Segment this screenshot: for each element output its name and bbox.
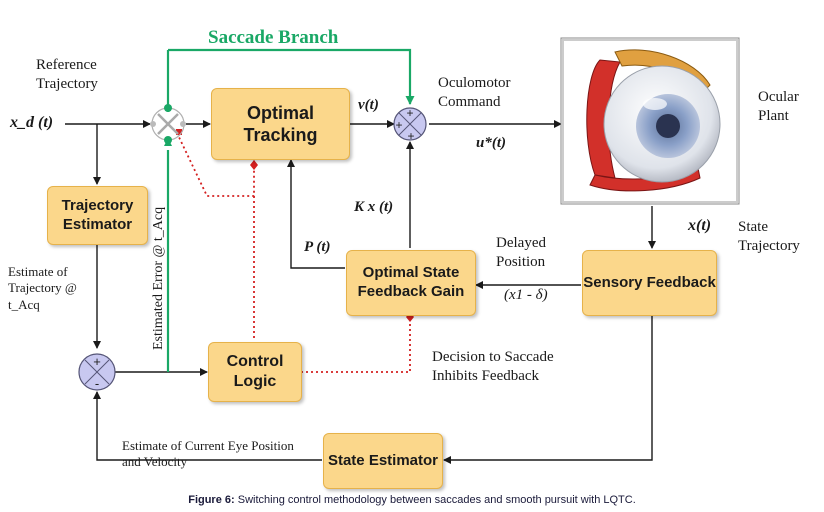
x1-delta-label: (x1 - δ)	[504, 287, 548, 303]
optimal-state-feedback-gain-block: Optimal State Feedback Gain	[346, 250, 476, 316]
reference-trajectory-label: Reference Trajectory	[36, 57, 98, 92]
signal-lines	[65, 120, 656, 464]
control-logic-block: Control Logic	[208, 342, 302, 402]
figure-caption: Figure 6: Switching control methodology …	[0, 494, 824, 506]
estimated-error-label: Estimated Error @ t_Acq	[151, 206, 166, 350]
saccade-branch-lines	[164, 48, 415, 372]
ocular-plant-image	[560, 37, 740, 205]
x-t-label: x(t)	[688, 217, 712, 234]
optimal-tracking-block: Optimal Tracking	[211, 88, 350, 160]
delayed-position-label: Delayed Position	[496, 235, 546, 270]
svg-text:+: +	[93, 354, 101, 369]
estimate-of-trajectory-label: Estimate of Trajectory @ t_Acq	[8, 264, 77, 312]
decision-to-saccade-label: Decision to Saccade Inhibits Feedback	[432, 349, 554, 384]
v-t-label: v(t)	[358, 97, 379, 113]
kx-t-label: K x (t)	[354, 199, 394, 215]
svg-text:+: +	[395, 118, 402, 132]
trajectory-estimator-block: Trajectory Estimator	[47, 186, 148, 245]
saccade-branch-title: Saccade Branch	[208, 27, 339, 48]
xd-t-label: x_d (t)	[10, 114, 54, 131]
decision-lines	[176, 132, 411, 373]
sensory-feedback-block: Sensory Feedback	[582, 250, 717, 316]
ocular-plant-label: Ocular Plant	[758, 89, 799, 124]
saccade-switch	[150, 104, 186, 144]
caption-text: Switching control methodology between sa…	[237, 494, 636, 506]
p-t-label: P (t)	[304, 239, 331, 255]
oculomotor-command-label: Oculomotor Command	[438, 75, 511, 110]
svg-text:+: +	[407, 129, 414, 143]
estimate-current-eye-label: Estimate of Current Eye Position and Vel…	[122, 438, 294, 470]
summing-junction-command: + + +	[393, 106, 427, 143]
state-trajectory-label: State Trajectory	[738, 219, 800, 254]
state-estimator-block: State Estimator	[323, 433, 443, 489]
svg-text:+: +	[406, 106, 413, 120]
summing-junction-error: + -	[78, 353, 116, 391]
u-star-t-label: u*(t)	[476, 135, 506, 151]
caption-prefix: Figure 6:	[188, 494, 235, 506]
svg-text:-: -	[95, 376, 99, 391]
